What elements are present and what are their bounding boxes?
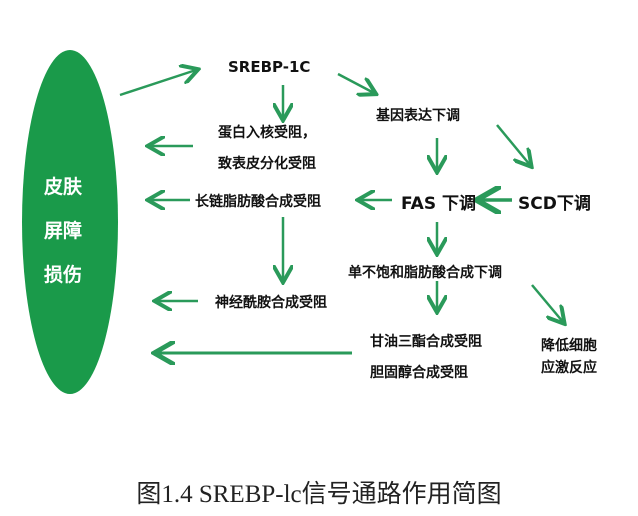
figure-caption: 图1.4 SREBP-lc信号通路作用简图 [136,481,502,508]
node-tg: 甘油三酯合成受阻 [370,334,482,350]
node-fas: FAS 下调 [401,194,476,214]
node-scd: SCD下调 [518,194,591,214]
node-protein-2: 致表皮分化受阻 [218,156,316,172]
node-gene: 基因表达下调 [376,108,460,124]
node-mufa: 单不饱和脂肪酸合成下调 [348,265,502,281]
node-stress-1: 降低细胞 [541,338,597,354]
arrow [531,284,563,322]
node-long-chain: 长链脂肪酸合成受阻 [195,194,321,210]
node-ceramide: 神经酰胺合成受阻 [215,295,327,311]
skin-label-2: 屏障 [44,220,83,242]
arrow [337,72,374,93]
node-protein-1: 蛋白入核受阻， [218,125,316,141]
skin-label-3: 损伤 [44,264,83,286]
skin-barrier-ellipse [22,50,118,394]
skin-label-1: 皮肤 [44,176,83,198]
node-stress-2: 应激反应 [541,360,597,376]
arrow [496,124,530,165]
arrow [119,70,196,97]
node-chol: 胆固醇合成受阻 [370,365,468,381]
node-srebp: SREBP-1C [228,58,311,76]
